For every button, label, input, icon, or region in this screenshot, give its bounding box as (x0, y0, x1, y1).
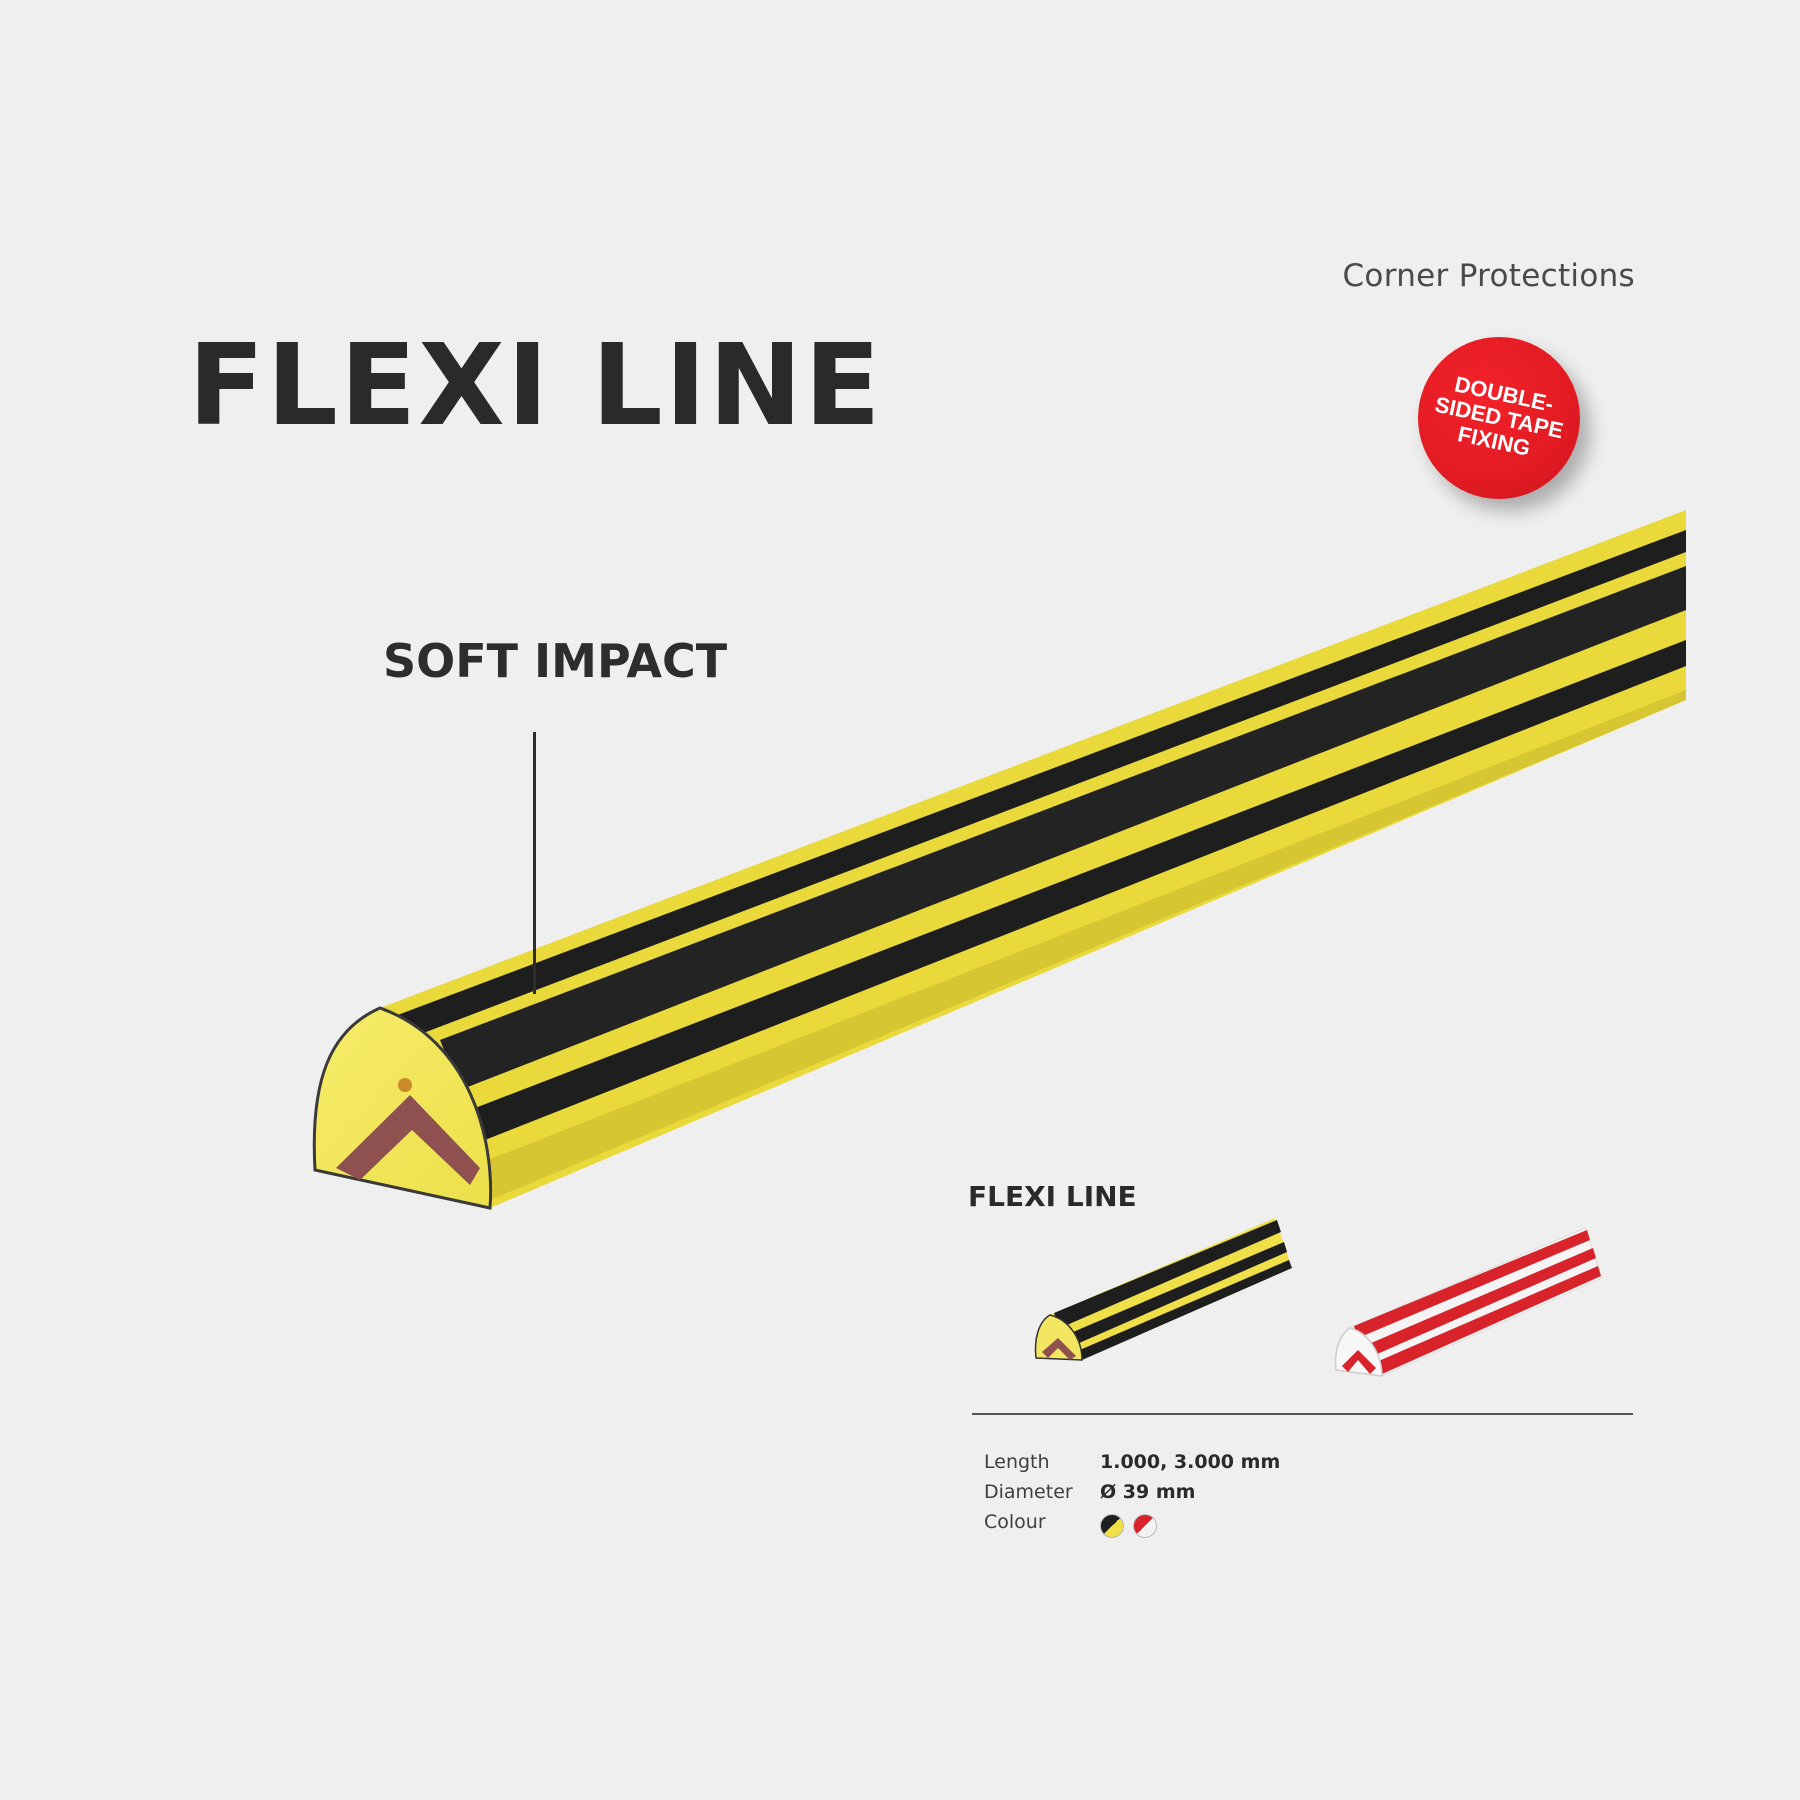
product-title: FLEXI LINE (188, 321, 883, 451)
variants-title: FLEXI LINE (968, 1180, 1137, 1213)
profile-end-cap (312, 1006, 493, 1210)
double-sided-tape-badge: DOUBLE- SIDED TAPE FIXING (1418, 337, 1580, 499)
specs-divider (972, 1413, 1633, 1415)
variant-red-white-image (1334, 1227, 1603, 1377)
spec-diameter-label: Diameter (984, 1481, 1073, 1503)
yellow-black-swatch-icon (1100, 1514, 1124, 1538)
feature-label: SOFT IMPACT (383, 634, 728, 688)
spec-diameter-value: Ø 39 mm (1100, 1481, 1196, 1503)
feature-pointer-line (533, 732, 536, 994)
variant-yellow-black-image (1034, 1218, 1292, 1361)
spec-length-value: 1.000, 3.000 mm (1100, 1451, 1281, 1473)
spec-colour-label: Colour (984, 1511, 1046, 1533)
spec-length-label: Length (984, 1451, 1050, 1473)
red-white-swatch-icon (1133, 1514, 1157, 1538)
category-label: Corner Protections (1342, 258, 1635, 294)
profile-body (380, 510, 1686, 1208)
